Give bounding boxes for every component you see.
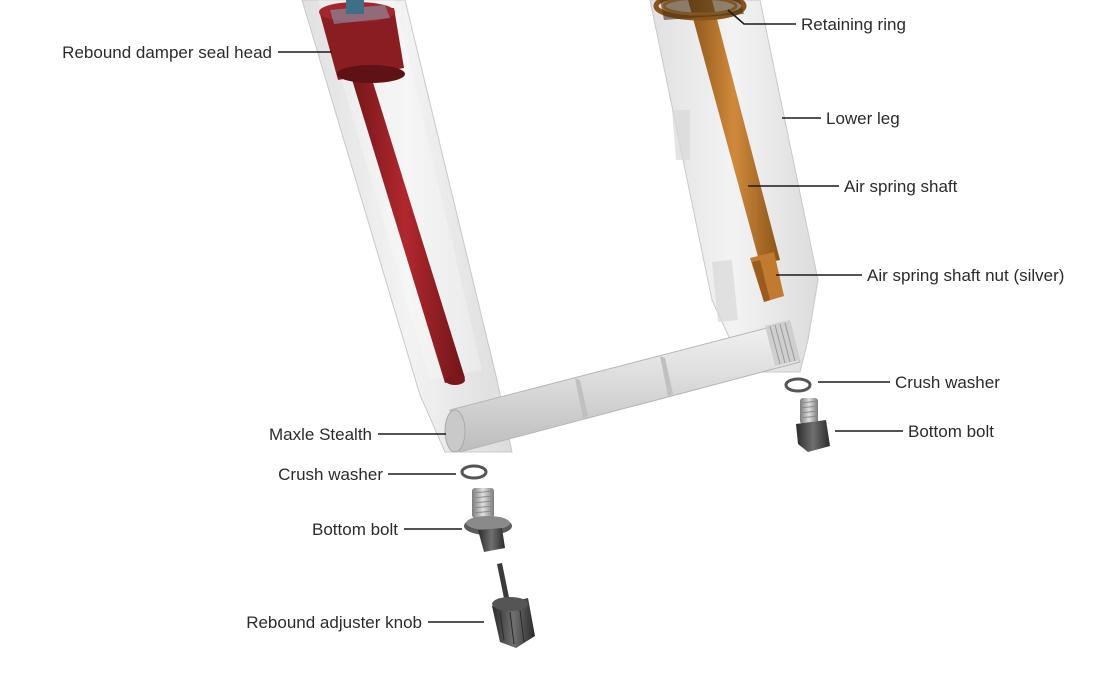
label-crush-washer-right: Crush washer — [895, 373, 1000, 392]
rebound-damper-seal-head — [319, 0, 405, 83]
label-air-spring-shaft: Air spring shaft — [844, 177, 958, 196]
label-rebound-adjuster-knob: Rebound adjuster knob — [246, 613, 422, 632]
crush-washer-left-part — [460, 464, 488, 480]
bottom-bolt-left-part — [464, 488, 512, 552]
air-spring-shaft-nut — [750, 252, 784, 302]
maxle-stealth-axle — [444, 320, 801, 453]
retaining-ring — [653, 0, 747, 21]
label-bottom-bolt-right: Bottom bolt — [908, 422, 994, 441]
leader-lines — [278, 9, 903, 623]
label-retaining-ring: Retaining ring — [801, 15, 906, 34]
label-bottom-bolt-left: Bottom bolt — [312, 520, 398, 539]
labels: Rebound damper seal head Retaining ring … — [62, 15, 1064, 632]
label-lower-leg: Lower leg — [826, 109, 900, 128]
air-spring-shaft — [688, 0, 780, 264]
leader-retaining-ring — [727, 9, 796, 25]
label-crush-washer-left: Crush washer — [278, 465, 383, 484]
label-maxle-stealth: Maxle Stealth — [269, 425, 372, 444]
label-rebound-damper-seal-head: Rebound damper seal head — [62, 43, 272, 62]
crush-washer-right-part — [784, 377, 812, 393]
rebound-adjuster-knob-part — [492, 563, 535, 648]
label-air-spring-shaft-nut: Air spring shaft nut (silver) — [867, 266, 1064, 285]
rebound-damper-shaft — [346, 60, 465, 385]
bottom-bolt-right-part — [796, 398, 830, 452]
